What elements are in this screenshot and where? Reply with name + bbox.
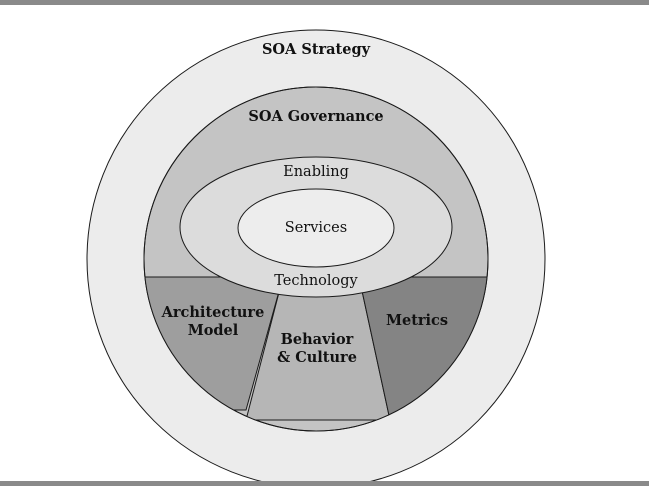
governance-outline bbox=[143, 86, 489, 432]
architecture-label-line1: Architecture bbox=[161, 304, 265, 321]
metrics-label: Metrics bbox=[386, 312, 448, 329]
services-label: Services bbox=[285, 220, 347, 236]
enabling-label: Enabling bbox=[283, 164, 349, 180]
governance-label: SOA Governance bbox=[248, 108, 383, 125]
behavior-label-line2: & Culture bbox=[277, 349, 357, 366]
technology-label: Technology bbox=[274, 273, 358, 289]
strategy-label: SOA Strategy bbox=[262, 41, 371, 58]
architecture-label-line2: Model bbox=[188, 322, 239, 339]
top-border-rule bbox=[0, 0, 649, 5]
behavior-label-line1: Behavior bbox=[281, 331, 354, 348]
services-ellipse bbox=[237, 188, 395, 268]
bottom-border-rule bbox=[0, 481, 649, 486]
